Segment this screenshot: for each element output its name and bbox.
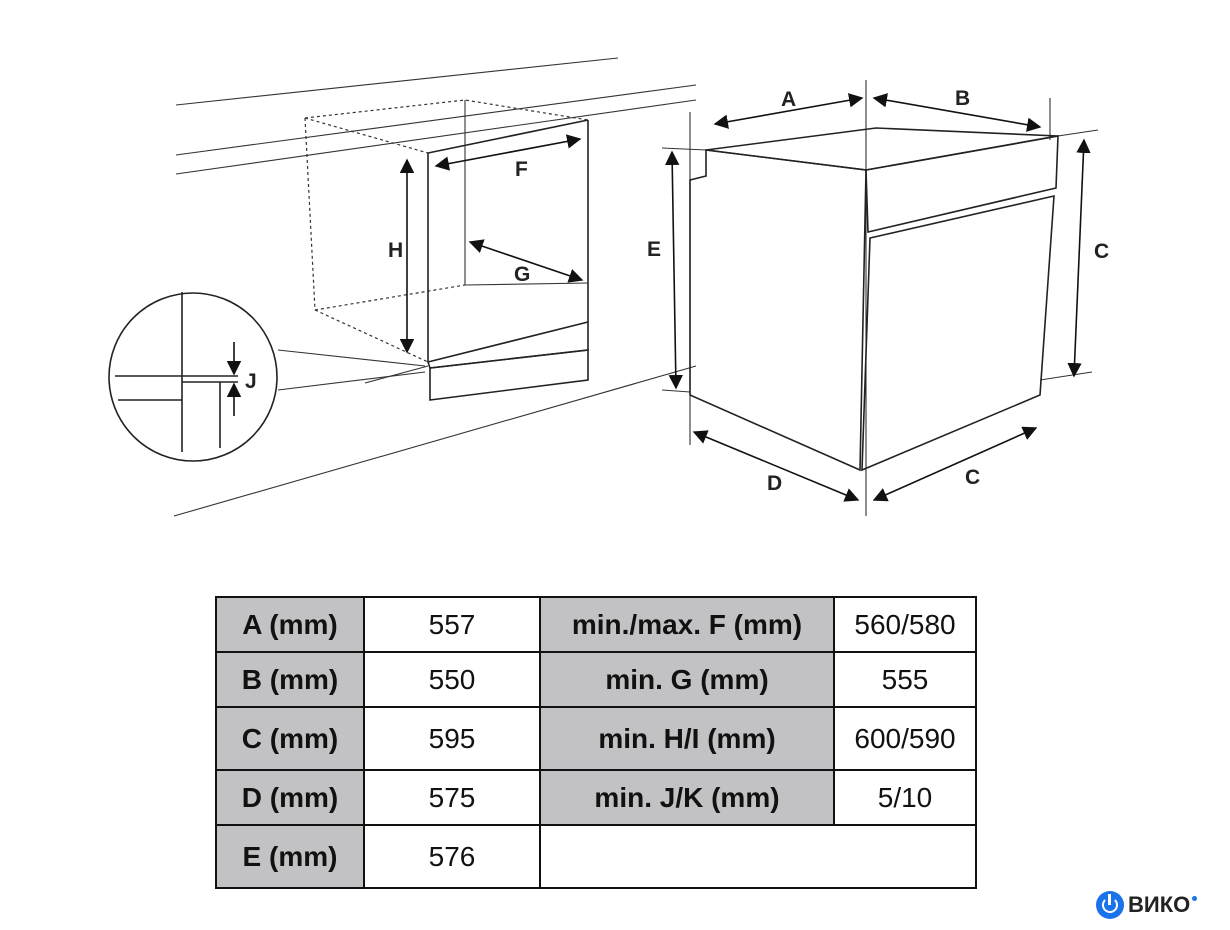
row-value: 600/590 [833,706,977,771]
row-label: A (mm) [215,596,365,653]
installation-diagram: H F G J [108,57,1109,517]
label-c-height: C [1094,240,1109,263]
label-h: H [388,239,403,262]
label-j: J [245,370,257,393]
label-d: D [767,472,782,495]
row-value: 575 [363,769,541,826]
row-label: min. G (mm) [539,651,835,708]
label-e: E [647,238,661,261]
label-g: G [514,263,530,286]
table-row: B (mm) 550 min. G (mm) 555 [215,651,977,708]
row-value: 595 [363,706,541,771]
table-row: C (mm) 595 min. H/I (mm) 600/590 [215,706,977,771]
detail-j-inset [115,292,242,452]
dimensions-table: A (mm) 557 min./max. F (mm) 560/580 B (m… [215,596,977,889]
label-a: A [781,88,796,111]
table-row: D (mm) 575 min. J/K (mm) 5/10 [215,769,977,826]
table-row: E (mm) 576 [215,824,977,889]
brand-name: ВИКО [1128,892,1191,917]
brand-logo: ВИКО [1096,890,1198,920]
row-value: 550 [363,651,541,708]
row-value: 576 [363,824,541,889]
row-label: min. J/K (mm) [539,769,835,826]
label-f: F [515,158,528,181]
label-b: B [955,87,970,110]
row-value: 557 [363,596,541,653]
cabinet-niche-drawing: H F G J [108,57,697,517]
row-label: C (mm) [215,706,365,771]
table-row: A (mm) 557 min./max. F (mm) 560/580 [215,596,977,653]
row-value: 560/580 [833,596,977,653]
row-label: B (mm) [215,651,365,708]
row-label: min. H/I (mm) [539,706,835,771]
power-icon [1096,891,1124,919]
row-value: 5/10 [833,769,977,826]
empty-cell [539,824,977,889]
row-label: min./max. F (mm) [539,596,835,653]
row-label: D (mm) [215,769,365,826]
dot-icon [1192,895,1198,901]
row-value: 555 [833,651,977,708]
label-c-width: C [965,466,980,489]
row-label: E (mm) [215,824,365,889]
oven-drawing: A B C E D C [647,80,1109,516]
